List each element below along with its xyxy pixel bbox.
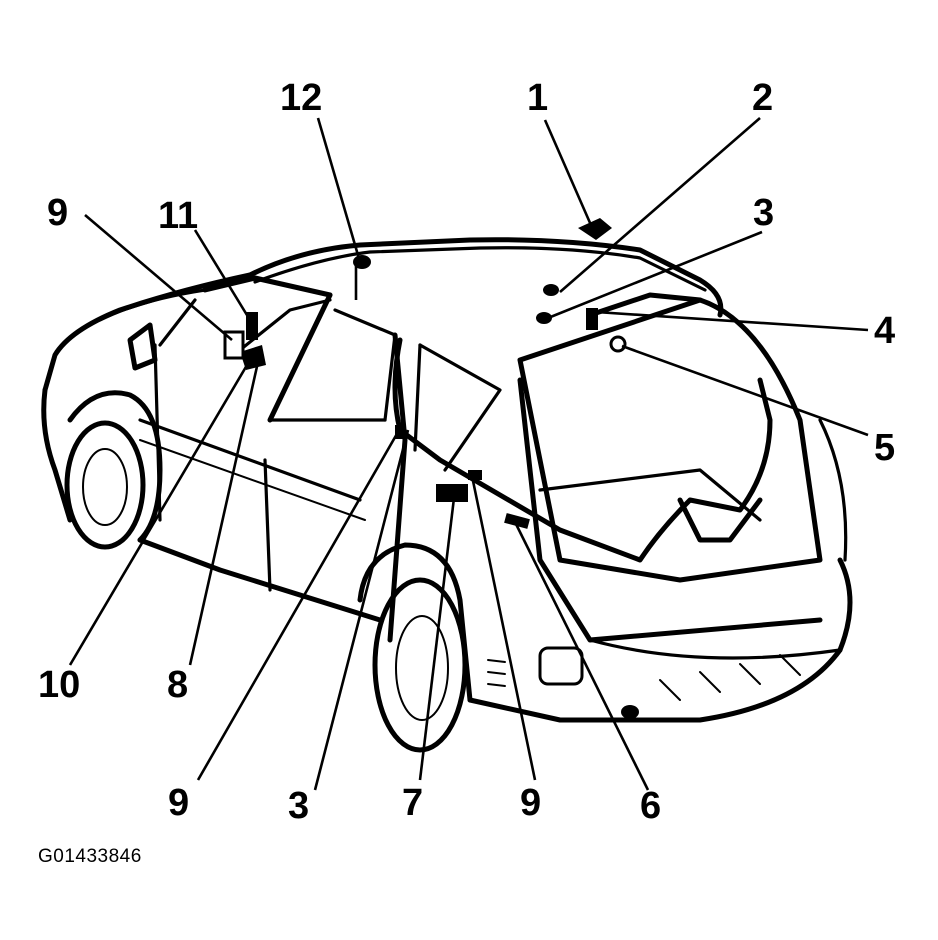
callout-5: 5 bbox=[874, 427, 895, 469]
callout-6-bottom: 6 bbox=[640, 785, 661, 827]
component-markers bbox=[223, 218, 627, 529]
callout-12: 12 bbox=[280, 77, 322, 119]
callout-3-bottom: 3 bbox=[288, 785, 309, 827]
figure-id: G01433846 bbox=[38, 846, 142, 867]
callout-10: 10 bbox=[38, 664, 80, 706]
callout-9: 9 bbox=[47, 192, 68, 234]
callout-labels: 1 2 3 4 5 6 7 8 9 10 11 12 9 3 7 9 6 bbox=[38, 77, 895, 827]
callout-1: 1 bbox=[527, 77, 548, 119]
callout-8: 8 bbox=[167, 664, 188, 706]
callout-9-bottom-right: 9 bbox=[520, 782, 541, 824]
callout-11: 11 bbox=[158, 195, 198, 237]
leader-lines bbox=[68, 117, 869, 791]
vehicle-outline bbox=[41, 237, 853, 753]
callout-2: 2 bbox=[752, 77, 773, 119]
callout-3: 3 bbox=[753, 192, 774, 234]
callout-9-bottom-left: 9 bbox=[168, 782, 189, 824]
wiring-harness bbox=[238, 292, 773, 563]
callout-4: 4 bbox=[874, 310, 895, 352]
callout-7-bottom: 7 bbox=[402, 782, 423, 824]
